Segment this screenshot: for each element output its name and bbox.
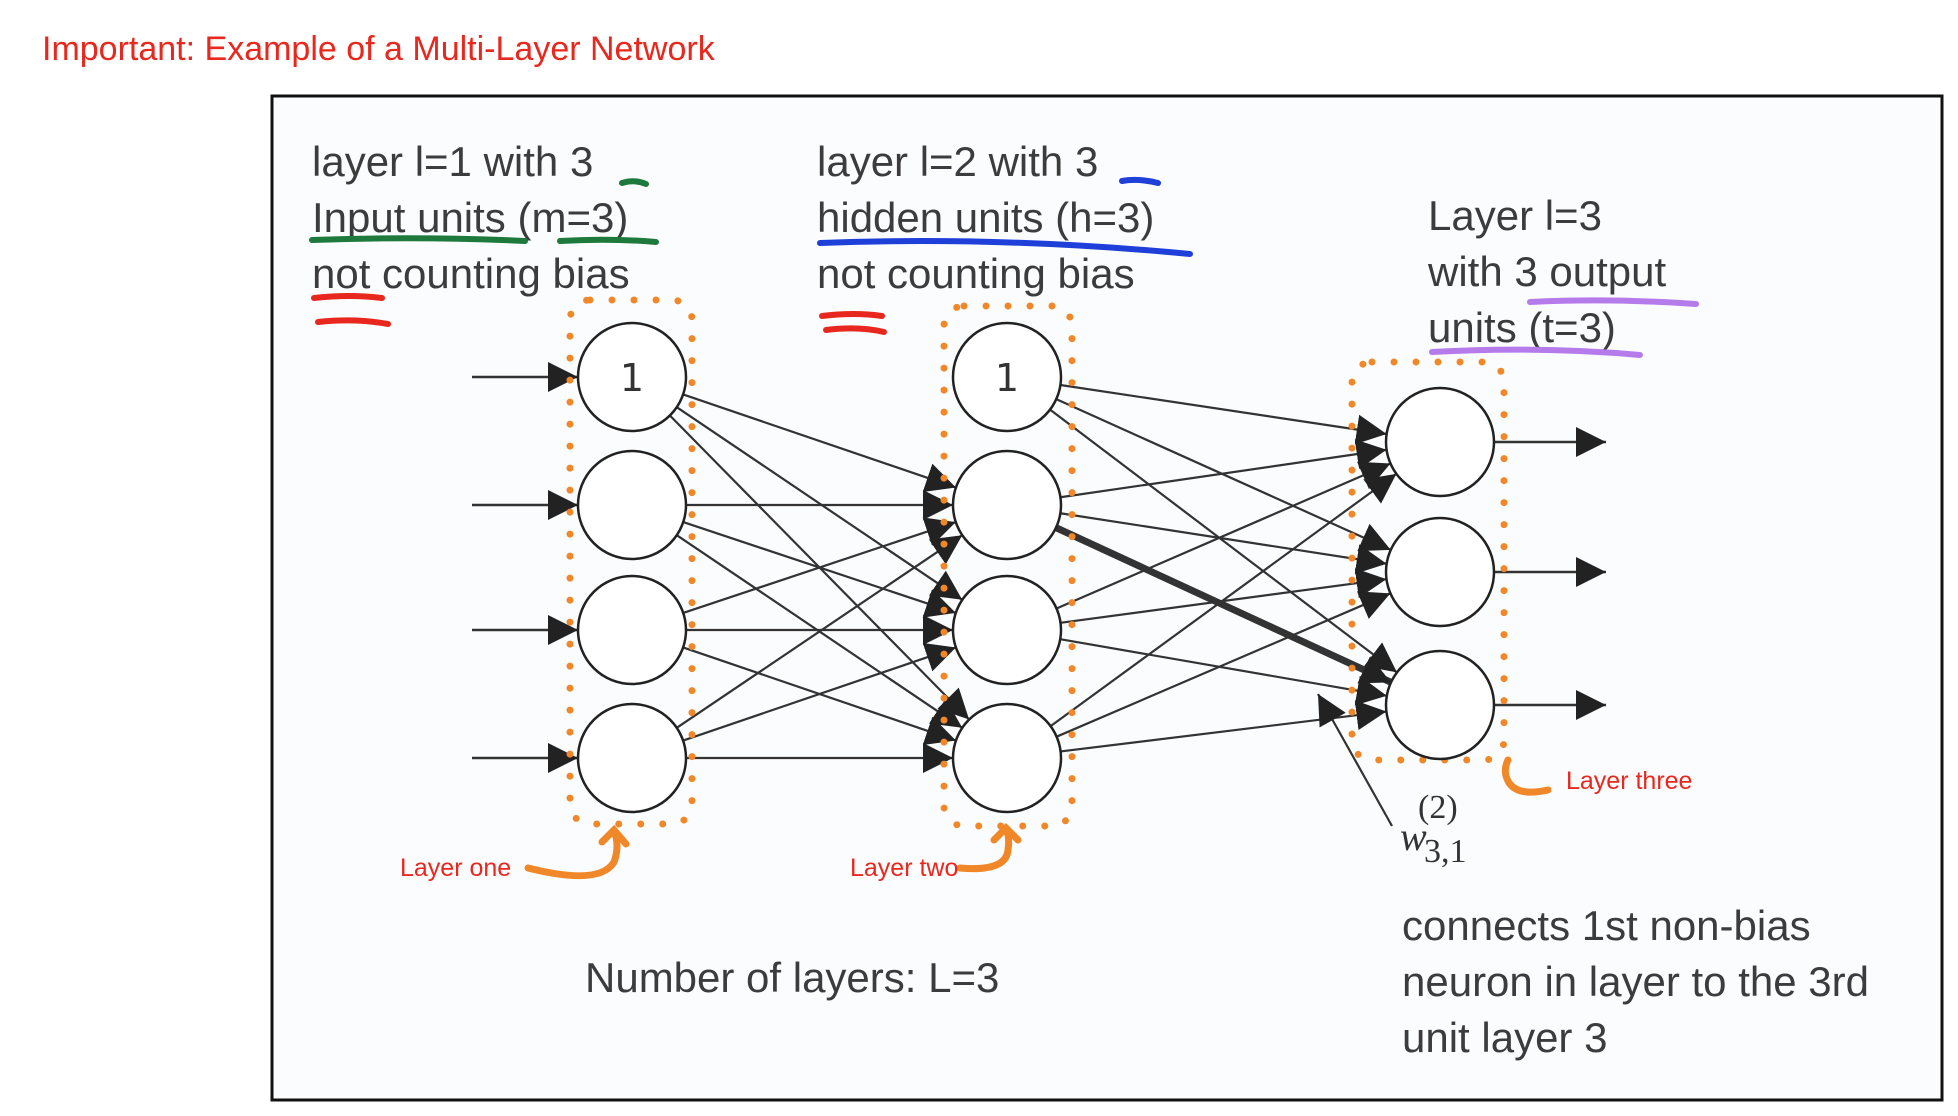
layer-count: Number of layers: L=3 <box>585 954 999 1001</box>
green-underline-m <box>557 236 659 245</box>
layer-one-label: Layer one <box>400 854 511 882</box>
edge-l2-0-l3-3 <box>1049 408 1398 674</box>
page-title: Important: Example of a Multi-Layer Netw… <box>42 30 715 68</box>
input-node-1 <box>576 449 688 561</box>
underlines <box>309 176 1699 358</box>
layer-one-arrow <box>524 826 621 880</box>
edge-l2-2-l3-1 <box>1056 461 1391 610</box>
edge-l1-0-l2-1 <box>682 393 957 493</box>
input-node-3 <box>576 702 688 814</box>
input-bias-node <box>576 321 688 433</box>
hidden-node-2 <box>951 574 1063 686</box>
edge-l2-0-l3-1 <box>1060 383 1387 445</box>
layer3-line2: with 3 output <box>1427 248 1666 295</box>
diagram-frame <box>270 94 1944 1102</box>
layer3-line3: units (t=3) <box>1428 304 1616 351</box>
caption-line2: neuron in layer to the 3rd <box>1402 958 1869 1005</box>
layer-three-label: Layer three <box>1566 767 1692 795</box>
edge-l2-3-l3-1 <box>1049 472 1398 728</box>
edge-l1-3-l2-2 <box>682 642 957 742</box>
green-underline-3 <box>619 178 649 187</box>
weight-pointer <box>1317 693 1393 827</box>
output-node-2 <box>1384 516 1496 628</box>
edge-l1-2-l2-1 <box>682 517 957 614</box>
layer2-line1: layer l=2 with 3 <box>817 138 1098 185</box>
red-underline-not-4 <box>823 325 887 335</box>
io-arrows <box>472 362 1606 773</box>
output-node-1 <box>1384 386 1496 498</box>
layer1-line2: Input units (m=3) <box>312 194 628 241</box>
layer-two-arrow-head <box>990 823 1022 844</box>
edge-l2-1-l3-1 <box>1060 439 1387 499</box>
edge-l1-3-l2-1 <box>676 534 963 729</box>
input-bias-label: 1 <box>620 356 644 400</box>
red-underline-not-1 <box>311 293 385 301</box>
input-node-2 <box>576 574 688 686</box>
hidden-node-1 <box>951 449 1063 561</box>
hidden-bias-node <box>951 321 1063 433</box>
caption-line1: connects 1st non-bias <box>1402 902 1811 949</box>
connections <box>669 383 1398 827</box>
green-underline-input <box>309 235 528 244</box>
edge-l2-2-l3-3 <box>1060 638 1387 706</box>
layer-two-group <box>940 302 1076 830</box>
layer3-line1: Layer l=3 <box>1428 192 1602 239</box>
red-underline-not-2 <box>315 317 391 327</box>
edge-l2-3-l3-2 <box>1056 591 1391 738</box>
nodes <box>576 321 1496 814</box>
caption-line3: unit layer 3 <box>1402 1014 1607 1061</box>
edge-l2-1-l3-2 <box>1060 512 1387 574</box>
weight-symbol: w <box>1400 814 1427 859</box>
layer1-line3: not counting bias <box>312 250 630 297</box>
layer1-line1: layer l=1 with 3 <box>312 138 593 185</box>
annotation-arrows <box>524 756 1552 880</box>
blue-underline-hidden <box>817 238 1193 257</box>
layer2-line2: hidden units (h=3) <box>817 194 1154 241</box>
layer-one-group <box>566 296 696 828</box>
layer-three-group <box>1348 358 1508 764</box>
layer-groups <box>566 296 1508 830</box>
layer-three-arrow <box>1501 756 1552 796</box>
edge-l2-1-l3-3 <box>1054 524 1393 686</box>
layer-two-label: Layer two <box>850 854 958 882</box>
output-node-3 <box>1384 649 1496 761</box>
blue-underline-3 <box>1119 176 1161 186</box>
purple-underline-output <box>1527 297 1699 307</box>
hidden-node-3 <box>951 702 1063 814</box>
weight-subscript: 3,1 <box>1424 833 1467 870</box>
layer-one-arrow-head <box>598 824 630 848</box>
red-underline-not-3 <box>819 311 885 319</box>
weight-superscript: (2) <box>1418 789 1458 826</box>
purple-underline-units <box>1429 346 1643 358</box>
layer2-line3: not counting bias <box>817 250 1135 297</box>
hidden-bias-label: 1 <box>995 356 1019 400</box>
